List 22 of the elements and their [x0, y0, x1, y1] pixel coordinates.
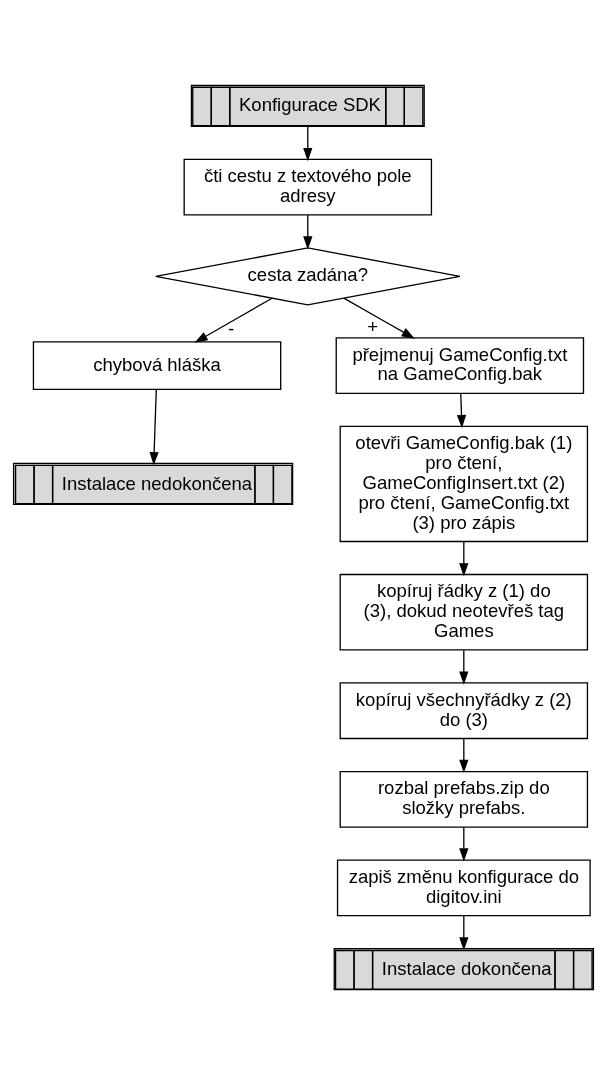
arrow	[456, 392, 467, 428]
node-box: chybová hláška	[32, 340, 282, 390]
arrow	[303, 213, 313, 250]
node-box: čti cestu z textového pole adresy	[183, 158, 433, 216]
edge-label: -	[227, 317, 235, 339]
arrow	[343, 297, 415, 339]
arrow	[459, 737, 469, 773]
arrow	[459, 540, 469, 576]
arrow	[459, 826, 469, 862]
edge-label: +	[367, 315, 379, 337]
arrow	[459, 649, 469, 685]
node-box: otevři GameConfig.bak (1) pro čtení, GameConfigInsert.txt (2) pro čtení, GameConfig.txt (3) pro zápis	[339, 425, 589, 542]
node-diamond: cesta zadána?	[155, 246, 461, 305]
node-box: rozbal prefabs.zip do složky prefabs.	[339, 770, 589, 828]
node-box: přejmenuj GameConfig.txt na GameConfig.bak	[335, 336, 585, 394]
node-box: kopíruj řádky z (1) do (3), dokud neotevřeš tag Games	[339, 573, 589, 651]
arrow	[303, 125, 313, 161]
node-box: zapiš změnu konfigurace do digitov.ini	[336, 858, 591, 916]
arrow	[459, 914, 469, 950]
arrow	[149, 388, 159, 465]
arrow	[194, 297, 273, 343]
node-box: kopíruj všechnyřádky z (2) do (3)	[339, 681, 589, 739]
